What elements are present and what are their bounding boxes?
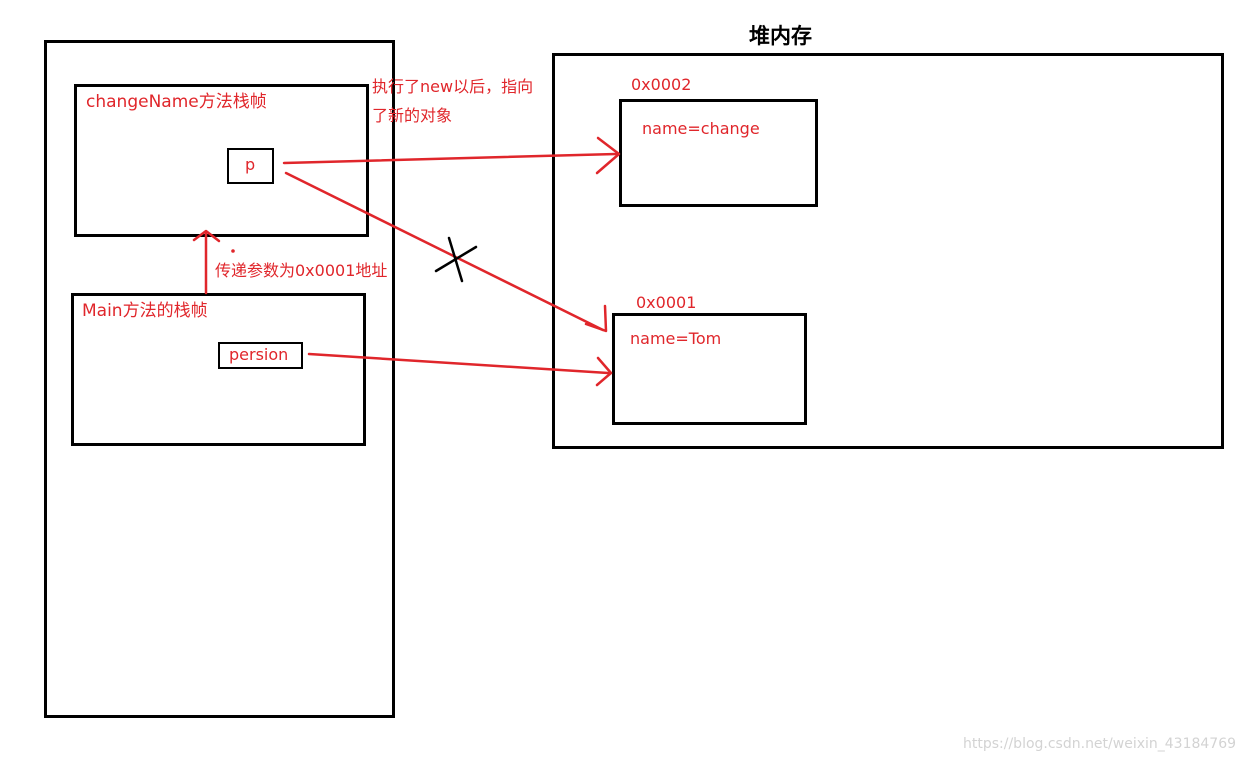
new-annotation-line2: 了新的对象 (372, 106, 453, 125)
watermark: https://blog.csdn.net/weixin_43184769 (963, 736, 1237, 752)
heap-title: 堆内存 (749, 24, 812, 48)
arrow-p-to-old-object (284, 171, 605, 332)
object-0001-address: 0x0001 (636, 293, 697, 312)
object-0001-box (612, 313, 807, 425)
arrowhead-param-pass (192, 229, 221, 243)
stack-region (44, 40, 395, 718)
arrowhead-old-object (584, 304, 608, 333)
var-persion-box (218, 342, 303, 369)
pass-param-label: 传递参数为0x0001地址 (215, 261, 388, 280)
arrow-p-to-new-object (282, 152, 618, 165)
object-0002-address: 0x0002 (631, 75, 692, 94)
dot-mark (231, 249, 235, 253)
var-p-box (227, 148, 274, 184)
main-frame (71, 293, 366, 446)
object-0001-content: name=Tom (630, 329, 722, 348)
var-p-label: p (245, 155, 256, 174)
cross-out-mark (434, 236, 478, 283)
object-0002-box (619, 99, 818, 207)
var-persion-label: persion (229, 345, 289, 364)
heap-region (552, 53, 1224, 449)
arrow-persion-to-object (307, 352, 610, 375)
change-name-frame-label: changeName方法栈帧 (86, 92, 267, 112)
arrowhead-persion-object (595, 356, 613, 387)
object-0002-content: name=change (642, 119, 760, 138)
new-annotation-line1: 执行了new以后，指向 (372, 77, 534, 96)
main-frame-label: Main方法的栈帧 (82, 301, 208, 321)
arrowhead-new-object (595, 136, 621, 175)
